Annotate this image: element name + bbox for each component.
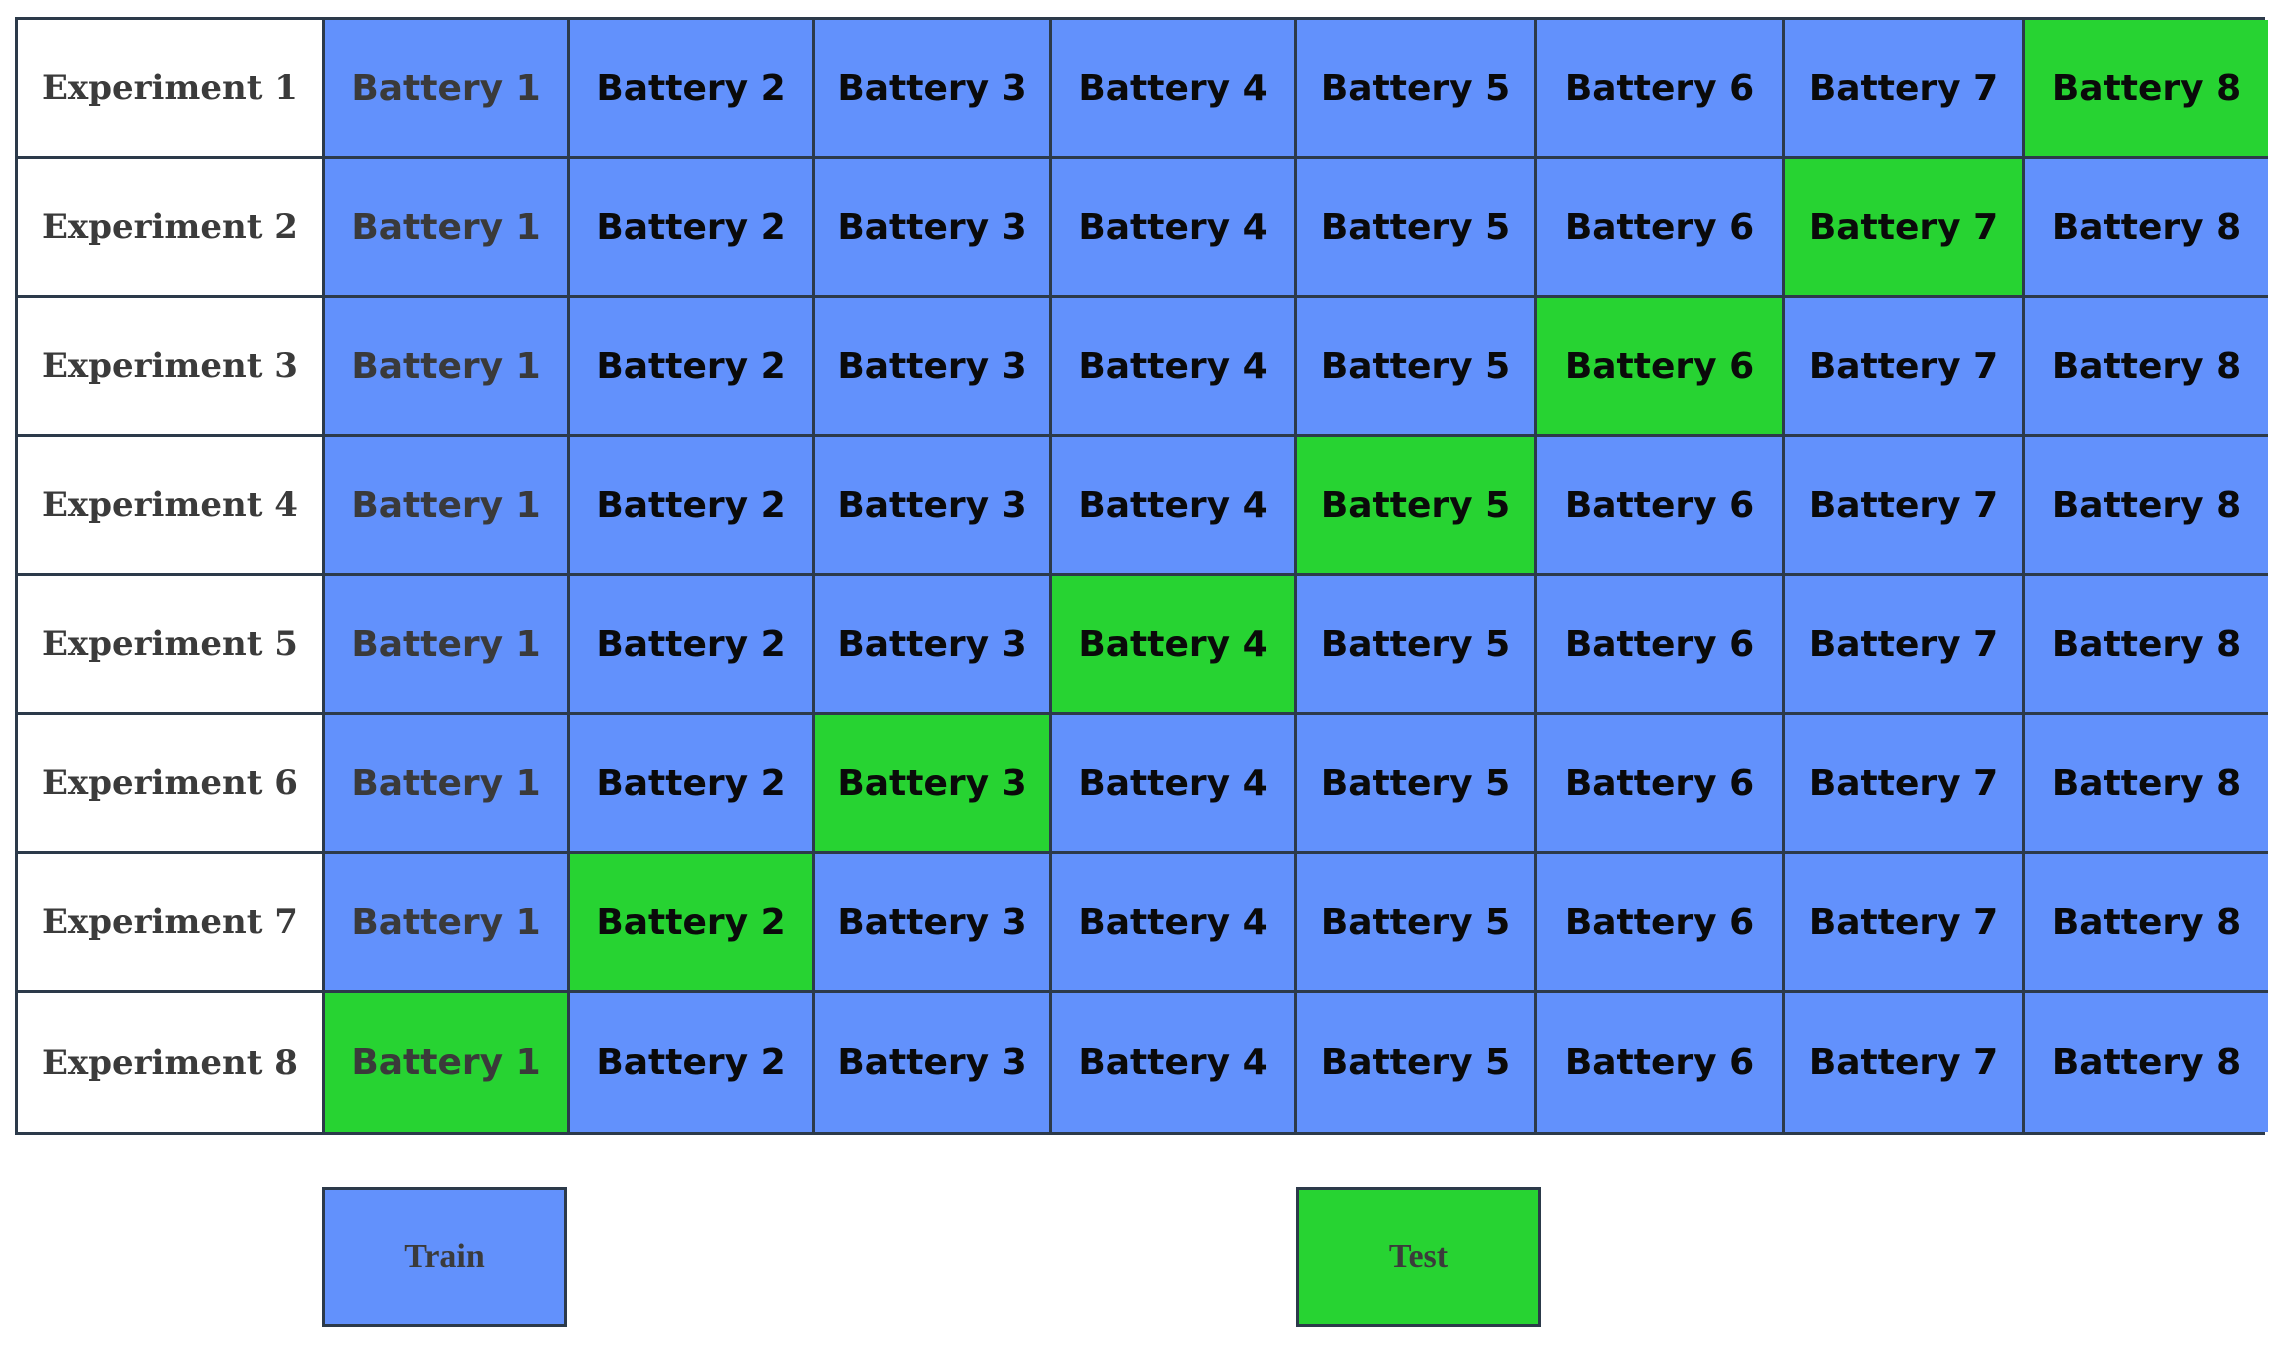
battery-cell-train: Battery 8	[2025, 715, 2268, 854]
battery-cell-train: Battery 2	[570, 20, 815, 159]
battery-cell-train: Battery 6	[1537, 576, 1785, 715]
battery-cell-train: Battery 5	[1297, 576, 1537, 715]
battery-cell-test: Battery 4	[1052, 576, 1297, 715]
battery-cell-train: Battery 5	[1297, 993, 1537, 1132]
experiment-label: Experiment 5	[18, 576, 325, 715]
battery-cell-train: Battery 3	[815, 437, 1052, 576]
battery-cell-train: Battery 7	[1785, 20, 2025, 159]
battery-cell-train: Battery 2	[570, 159, 815, 298]
battery-cell-train: Battery 8	[2025, 437, 2268, 576]
battery-cell-train: Battery 3	[815, 20, 1052, 159]
battery-cell-train: Battery 8	[2025, 993, 2268, 1132]
legend-train-box: Train	[322, 1187, 567, 1327]
battery-cell-test: Battery 1	[325, 993, 570, 1132]
battery-cell-train: Battery 3	[815, 159, 1052, 298]
battery-cell-train: Battery 8	[2025, 576, 2268, 715]
battery-cell-train: Battery 4	[1052, 854, 1297, 993]
legend-train-label: Train	[404, 1238, 485, 1275]
experiment-label: Experiment 2	[18, 159, 325, 298]
experiment-label: Experiment 1	[18, 20, 325, 159]
battery-cell-train: Battery 2	[570, 715, 815, 854]
battery-cell-train: Battery 8	[2025, 159, 2268, 298]
experiment-label: Experiment 3	[18, 298, 325, 437]
battery-cell-train: Battery 2	[570, 298, 815, 437]
battery-cell-test: Battery 2	[570, 854, 815, 993]
battery-cell-train: Battery 3	[815, 576, 1052, 715]
battery-cell-train: Battery 1	[325, 20, 570, 159]
battery-cell-train: Battery 3	[815, 993, 1052, 1132]
battery-cell-test: Battery 5	[1297, 437, 1537, 576]
battery-cell-train: Battery 4	[1052, 159, 1297, 298]
battery-cell-train: Battery 6	[1537, 854, 1785, 993]
battery-cell-train: Battery 4	[1052, 437, 1297, 576]
battery-cell-train: Battery 7	[1785, 576, 2025, 715]
battery-cell-train: Battery 6	[1537, 20, 1785, 159]
battery-cell-train: Battery 2	[570, 576, 815, 715]
battery-cell-train: Battery 8	[2025, 298, 2268, 437]
battery-cell-train: Battery 5	[1297, 20, 1537, 159]
battery-cell-train: Battery 6	[1537, 715, 1785, 854]
battery-cell-train: Battery 5	[1297, 159, 1537, 298]
experiment-label: Experiment 6	[18, 715, 325, 854]
battery-cell-train: Battery 4	[1052, 993, 1297, 1132]
battery-cell-train: Battery 4	[1052, 20, 1297, 159]
battery-cell-train: Battery 1	[325, 298, 570, 437]
legend-test-box: Test	[1296, 1187, 1541, 1327]
battery-cell-train: Battery 3	[815, 854, 1052, 993]
battery-cell-test: Battery 8	[2025, 20, 2268, 159]
battery-cell-train: Battery 1	[325, 437, 570, 576]
battery-cell-train: Battery 6	[1537, 993, 1785, 1132]
battery-cell-train: Battery 1	[325, 159, 570, 298]
battery-cell-train: Battery 7	[1785, 854, 2025, 993]
battery-cell-train: Battery 8	[2025, 854, 2268, 993]
battery-cell-test: Battery 3	[815, 715, 1052, 854]
battery-cell-test: Battery 7	[1785, 159, 2025, 298]
battery-cell-train: Battery 5	[1297, 854, 1537, 993]
experiment-label: Experiment 7	[18, 854, 325, 993]
battery-cell-train: Battery 6	[1537, 437, 1785, 576]
battery-cell-test: Battery 6	[1537, 298, 1785, 437]
battery-cell-train: Battery 2	[570, 437, 815, 576]
battery-cell-train: Battery 7	[1785, 298, 2025, 437]
battery-cell-train: Battery 1	[325, 715, 570, 854]
battery-cell-train: Battery 6	[1537, 159, 1785, 298]
battery-cell-train: Battery 5	[1297, 715, 1537, 854]
battery-cell-train: Battery 5	[1297, 298, 1537, 437]
battery-cell-train: Battery 2	[570, 993, 815, 1132]
experiment-label: Experiment 4	[18, 437, 325, 576]
legend-test-label: Test	[1388, 1238, 1449, 1275]
battery-cell-train: Battery 4	[1052, 715, 1297, 854]
battery-cell-train: Battery 1	[325, 854, 570, 993]
battery-cell-train: Battery 7	[1785, 993, 2025, 1132]
battery-cell-train: Battery 1	[325, 576, 570, 715]
battery-cell-train: Battery 7	[1785, 437, 2025, 576]
experiment-label: Experiment 8	[18, 993, 325, 1132]
battery-cell-train: Battery 7	[1785, 715, 2025, 854]
battery-cell-train: Battery 4	[1052, 298, 1297, 437]
battery-cell-train: Battery 3	[815, 298, 1052, 437]
